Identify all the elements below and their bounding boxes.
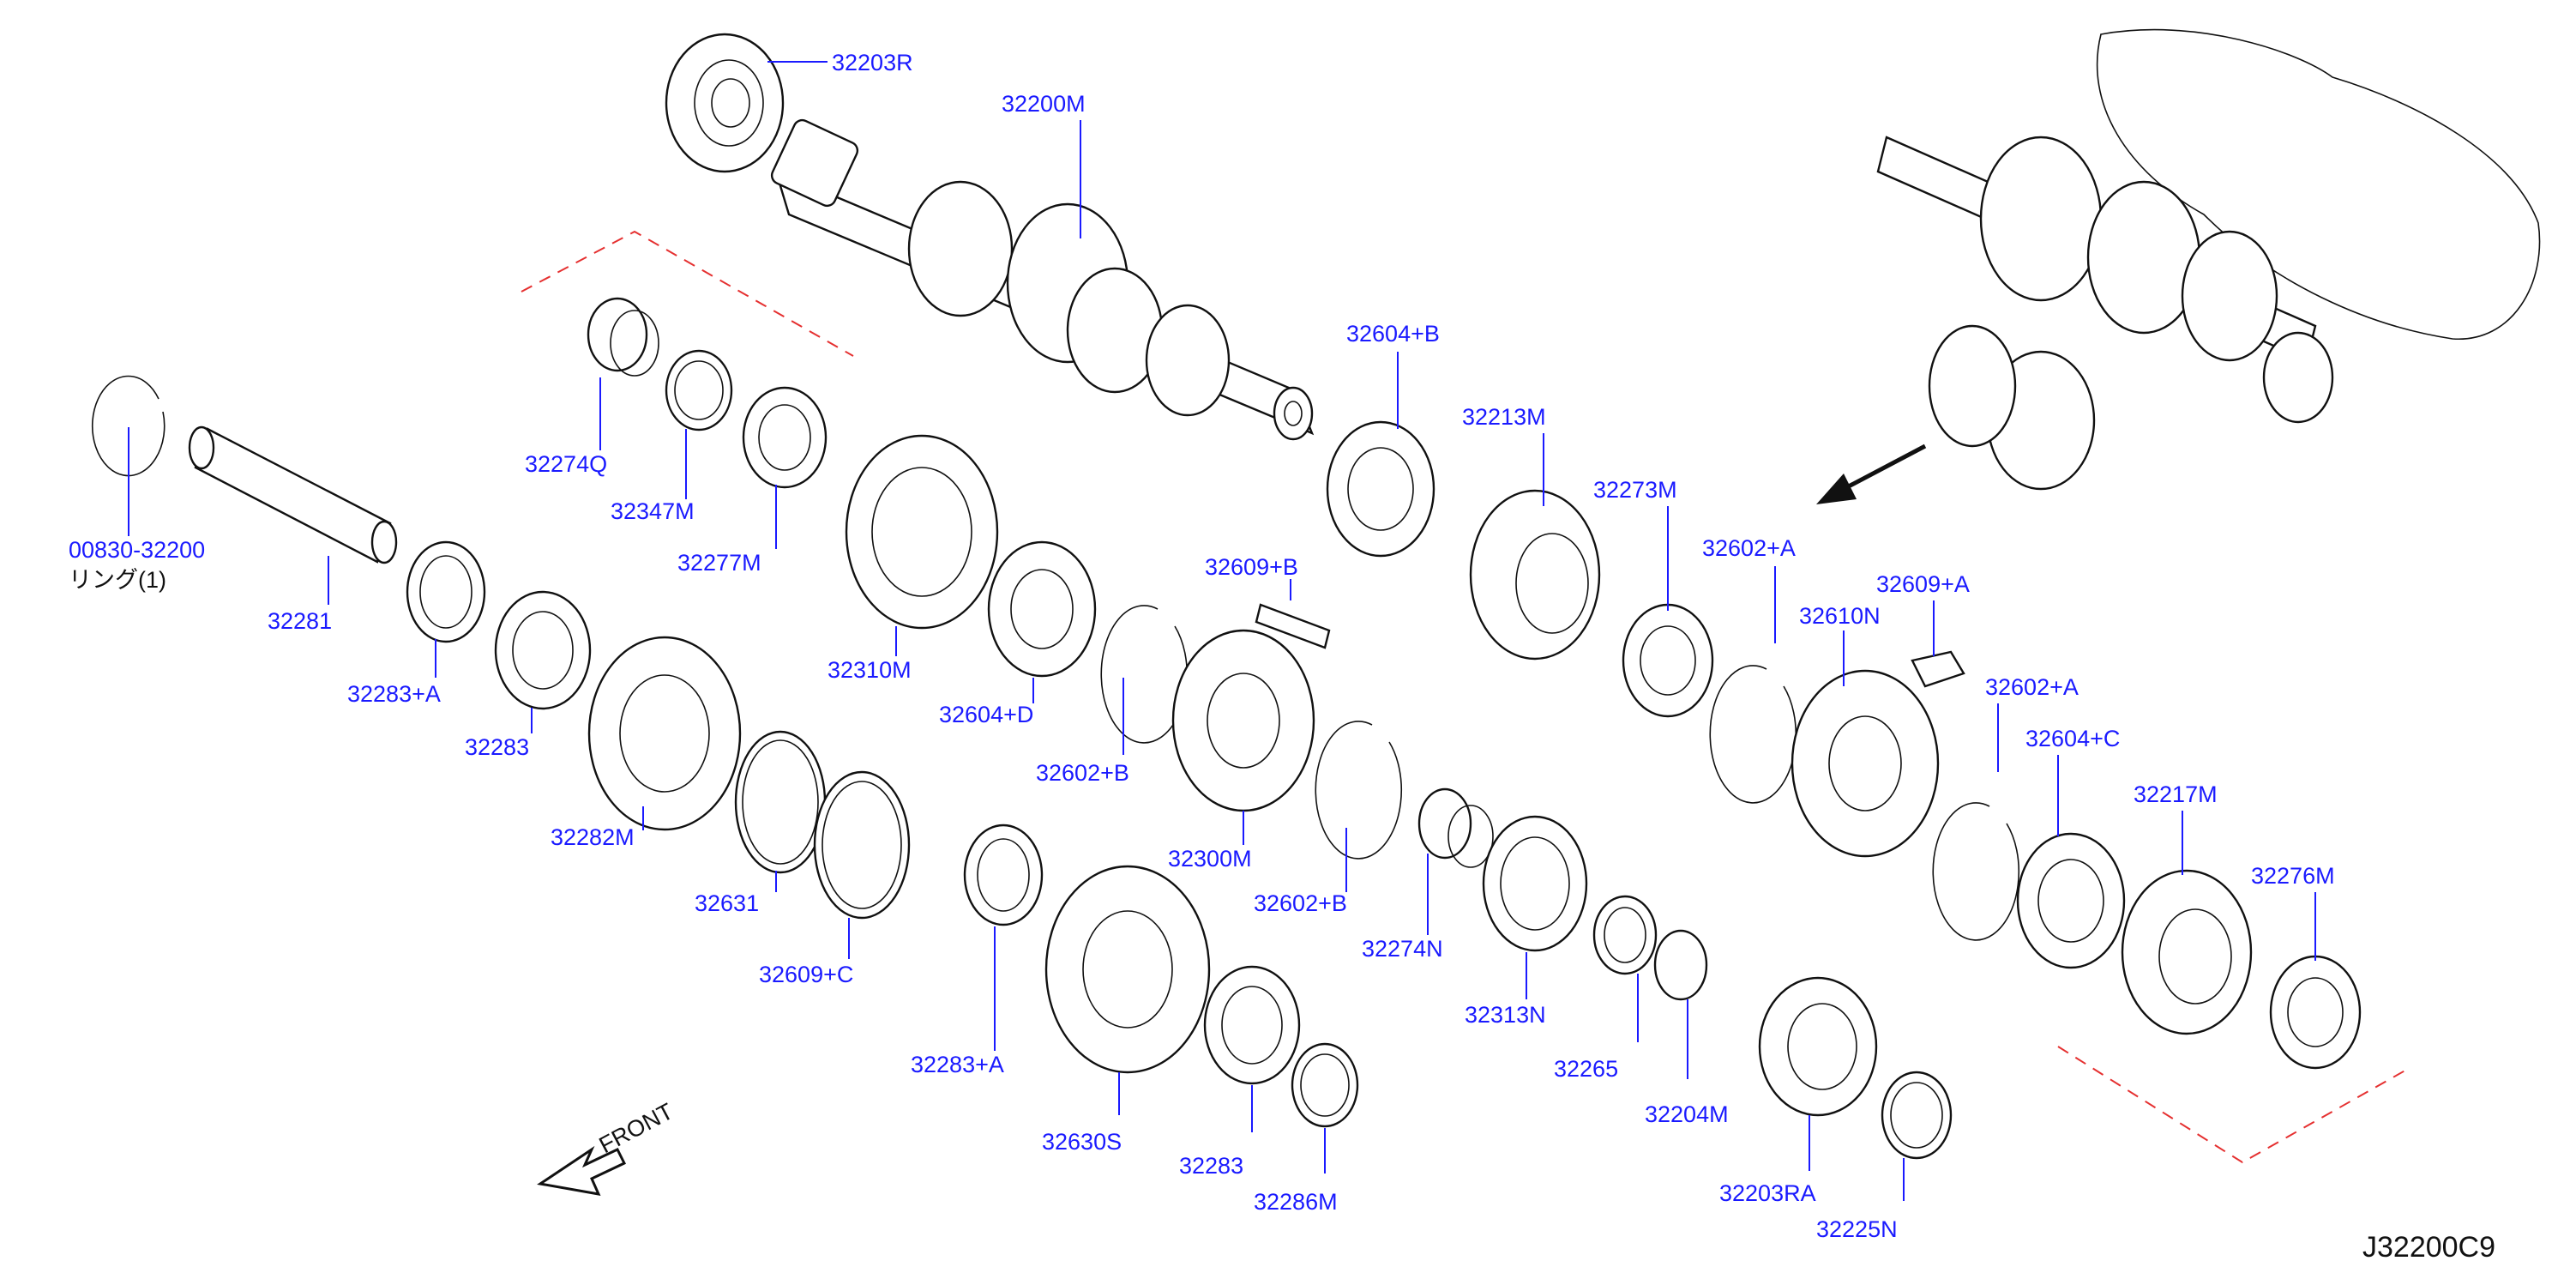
gear-32300M	[1171, 629, 1315, 812]
key-32609B	[1255, 603, 1331, 649]
bushing-32274Q	[587, 297, 659, 377]
diagram-code: J32200C9	[2362, 1231, 2495, 1264]
label-32277M: 32277M	[677, 550, 761, 576]
label-32276M: 32276M	[2251, 863, 2335, 889]
ring-32602A-2	[1932, 802, 2020, 941]
label-32265: 32265	[1554, 1056, 1618, 1082]
bushing-32274N	[1417, 787, 1494, 868]
shaft-32281	[188, 425, 398, 564]
dashed-frame-right	[2057, 1046, 2410, 1164]
ring-32602B-2	[1315, 721, 1403, 860]
label-32609B: 32609+B	[1205, 554, 1298, 580]
direction-arrow-icon	[1816, 443, 1927, 504]
label-00830-32200: 00830-32200	[69, 537, 205, 563]
bearing-32276M	[2269, 955, 2362, 1070]
bearing-32283-1	[494, 590, 592, 710]
label-32602B-1: 32602+B	[1036, 760, 1129, 786]
dashed-frame-left	[521, 230, 854, 357]
label-32281: 32281	[268, 608, 332, 634]
label-32347M: 32347M	[611, 498, 695, 524]
label-32282M: 32282M	[551, 824, 635, 850]
label-32217M: 32217M	[2134, 781, 2218, 807]
front-arrow-icon	[537, 1145, 627, 1196]
main-shaft-32200M	[770, 118, 1315, 441]
label-32283-1: 32283	[465, 734, 529, 760]
label-32631: 32631	[695, 890, 759, 916]
label-32609A: 32609+A	[1876, 571, 1970, 597]
label-32604B: 32604+B	[1346, 321, 1440, 347]
label-32283-2: 32283	[1179, 1153, 1243, 1179]
label-32300M: 32300M	[1168, 846, 1252, 872]
key-32609A	[1911, 650, 1965, 688]
label-32630S: 32630S	[1042, 1129, 1122, 1155]
label-32602A-1: 32602+A	[1702, 535, 1796, 561]
label-32204M: 32204M	[1645, 1101, 1729, 1127]
label-32283A-1: 32283+A	[347, 681, 441, 707]
cone-32313N	[1482, 815, 1588, 952]
washer-32225N	[1881, 1071, 1953, 1160]
bearing-32203R	[665, 33, 785, 173]
label-32283A-2: 32283+A	[911, 1052, 1004, 1077]
ring-32631	[734, 730, 827, 874]
label-32273M: 32273M	[1593, 477, 1677, 503]
hub-32604D	[987, 540, 1097, 678]
label-32274Q: 32274Q	[525, 451, 607, 477]
washer-32204M	[1653, 929, 1708, 1001]
bearing-32203RA	[1758, 976, 1878, 1117]
bearing-32273M	[1622, 603, 1714, 718]
snap-ring-00830-32200	[91, 375, 166, 477]
label-32610N: 32610N	[1799, 603, 1881, 629]
label-32203R: 32203R	[832, 50, 913, 75]
bearing-32277M	[742, 386, 828, 489]
gear-32282M	[587, 636, 742, 831]
bearing-32283-2	[1203, 965, 1301, 1085]
label-32609C: 32609+C	[759, 962, 853, 987]
ring-32609C	[813, 770, 911, 920]
label-32274N: 32274N	[1362, 936, 1443, 962]
seal-32283A-2	[963, 824, 1044, 926]
gear-32630S	[1044, 865, 1211, 1074]
label-32313N: 32313N	[1465, 1002, 1546, 1028]
washer-32347M	[665, 349, 733, 431]
label-32602A-2: 32602+A	[1985, 674, 2079, 700]
label-32286M: 32286M	[1254, 1189, 1338, 1215]
hub-32604B	[1326, 420, 1435, 558]
label-32213M: 32213M	[1462, 404, 1546, 430]
label-32310M: 32310M	[828, 657, 912, 683]
label-ring-note: リング(1)	[69, 567, 166, 593]
hub-32604C	[2016, 832, 2126, 969]
gear-32310M	[845, 434, 999, 630]
assembly-illustration	[1876, 28, 2541, 491]
gear-32213M	[1469, 489, 1601, 661]
label-32200M: 32200M	[1002, 91, 1086, 117]
label-32602B-2: 32602+B	[1254, 890, 1347, 916]
seal-32283A-1	[406, 540, 486, 643]
bushing-32265	[1592, 895, 1658, 975]
gear-32610N	[1791, 669, 1940, 858]
label-32225N: 32225N	[1816, 1216, 1898, 1242]
washer-32286M	[1291, 1042, 1359, 1128]
front-label: FRONT	[595, 1098, 677, 1158]
leader-lines	[128, 61, 2316, 1201]
label-32604C: 32604+C	[2025, 726, 2120, 751]
label-32604D: 32604+D	[939, 702, 1033, 727]
gear-32217M	[2121, 869, 2253, 1035]
label-32203RA: 32203RA	[1719, 1180, 1816, 1206]
ring-32602A-1	[1709, 665, 1797, 804]
